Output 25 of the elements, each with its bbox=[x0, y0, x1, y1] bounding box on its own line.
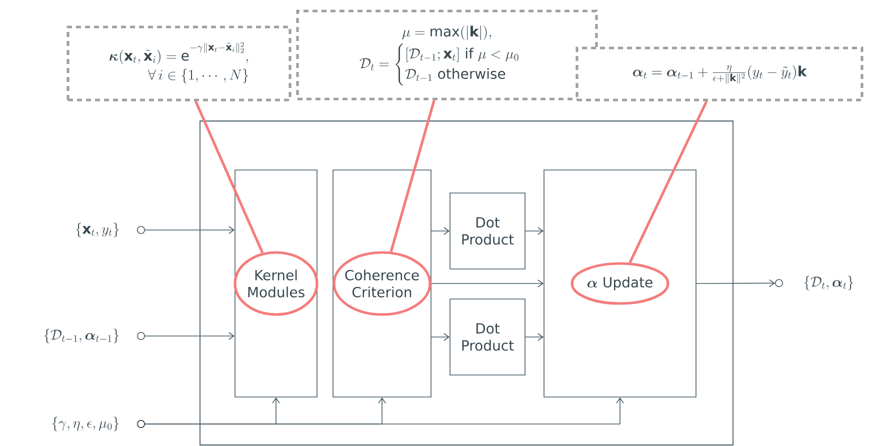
process-box: Kernel Modules bbox=[234, 170, 318, 398]
signal-label: $\{\mathbf{x}_t, y_t\}$ bbox=[76, 222, 119, 238]
process-box: Coherence Criterion bbox=[332, 170, 432, 398]
callout-box: $\boldsymbol{\alpha}_t = \boldsymbol{\alpha}_{t-1} + \frac{\eta}{\epsilon + \|\mathbf{k}\|^2}(y_t - \tilde{y}_t)\mathbf{k}$ bbox=[576, 46, 864, 102]
process-box: $\boldsymbol{\alpha}\text{ Update}$ bbox=[544, 170, 696, 398]
callout-box: $\mu = \max(|\mathbf{k}|),$ $\mathcal{D}_t = \begin{cases} [\mathcal{D}_{t-1}; \mathbf{x}_t]\ \text{if } \mu < \mu_0 \\ \mathcal{D}_{t-1}\ \text{otherwise} \end{cases}$ bbox=[296, 10, 598, 100]
arrow bbox=[431, 280, 544, 288]
arrow bbox=[525, 227, 544, 235]
arrow bbox=[431, 227, 450, 235]
arrow bbox=[137, 226, 235, 234]
leader-line bbox=[628, 100, 708, 264]
signal-label: $\{\gamma, \eta, \epsilon, \mu_0\}$ bbox=[52, 416, 119, 432]
leader-line bbox=[194, 100, 264, 254]
signal-label: $\{\mathcal{D}_t, \boldsymbol{\alpha}_t\}$ bbox=[804, 276, 854, 290]
arrow bbox=[696, 279, 783, 288]
arrow bbox=[137, 332, 235, 340]
callout-box: $\boldsymbol{\kappa}(\mathbf{x}_t, \tilde{\mathbf{x}}_i) = \mathrm{e}^{-\gamma \|\mathbf{x}_t - \tilde{\mathbf{x}}_i\|_2^2},$ $\forall\, i \in \{1, \cdots, N\}$ bbox=[66, 26, 292, 102]
process-box: Dot Product bbox=[450, 298, 526, 376]
leader-line bbox=[390, 100, 436, 252]
signal-label: $\{\mathcal{D}_{t-1}, \boldsymbol{\alpha}_{t-1}\}$ bbox=[44, 328, 119, 344]
frame-box bbox=[200, 120, 734, 446]
arrow bbox=[431, 333, 450, 341]
arrow bbox=[525, 333, 544, 341]
process-box: Dot Product bbox=[450, 192, 526, 270]
arrow bbox=[137, 397, 624, 428]
